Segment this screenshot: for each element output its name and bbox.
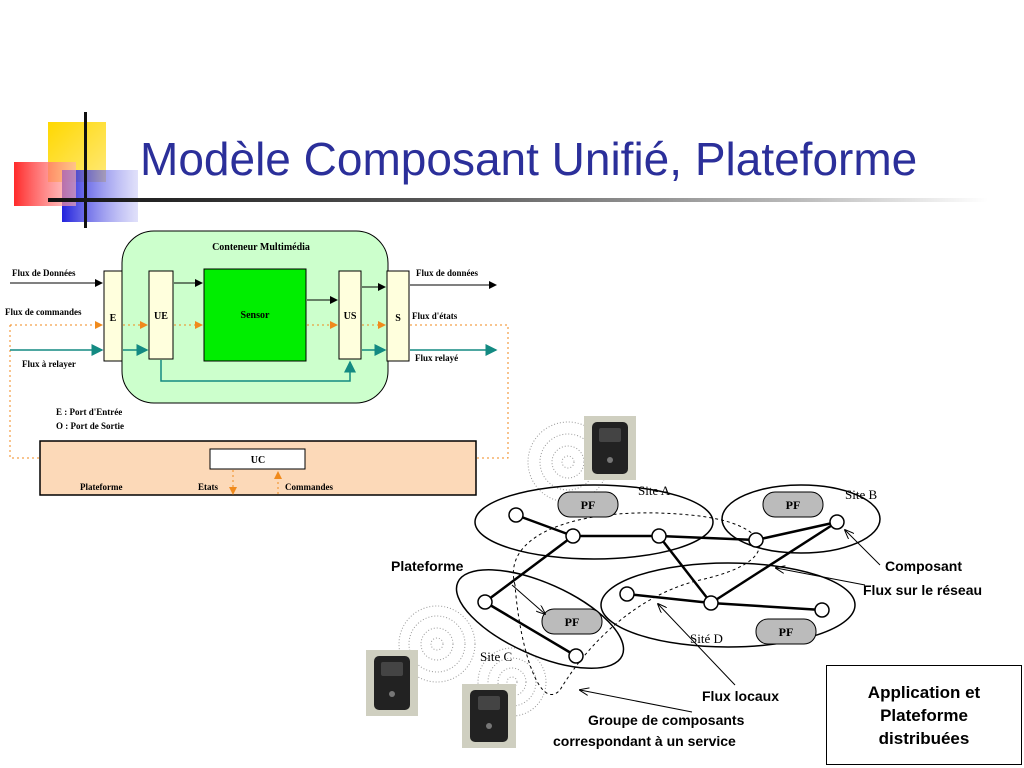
vertical-bar	[84, 112, 87, 228]
network-links	[484, 513, 838, 658]
legend-port-entree: E : Port d'Entrée	[56, 407, 122, 417]
service-group-outline	[512, 512, 760, 695]
annotation-groupe-line2: correspondant à un service	[553, 733, 736, 749]
annotation-plateforme: Plateforme	[391, 558, 464, 574]
slide-title: Modèle Composant Unifié, Plateforme	[140, 133, 918, 185]
wifi-rings-left	[398, 605, 476, 683]
site-c-label: Site C	[480, 649, 512, 664]
site-d-label: Sité D	[690, 631, 723, 646]
site-d-ellipse	[600, 562, 856, 648]
site-a-label: Site A	[638, 483, 671, 498]
port-s	[386, 270, 410, 362]
annotation-composant: Composant	[885, 558, 962, 574]
annotation-flux-reseau: Flux sur le réseau	[863, 582, 982, 598]
label-flux-donnees-in: Flux de Données	[12, 268, 76, 278]
pf-label-b: PF	[786, 498, 801, 512]
annotation-groupe-line1: Groupe de composants	[588, 712, 745, 728]
site-c-ellipse	[455, 569, 625, 669]
component-nodes	[477, 507, 845, 664]
pf-box-a	[557, 491, 619, 518]
application-box: Application et Plateforme distribuées	[826, 665, 1022, 765]
sensor-label: Sensor	[241, 310, 270, 321]
pf-label-a: PF	[581, 498, 596, 512]
port-ue	[148, 270, 174, 360]
platform-label-plateforme: Plateforme	[80, 482, 122, 492]
label-flux-relaye: Flux relayé	[415, 353, 458, 363]
annotation-pointers	[511, 530, 881, 713]
label-flux-commandes: Flux de commandes	[5, 307, 82, 317]
pf-label-d: PF	[779, 625, 794, 639]
container-title: Conteneur Multimédia	[212, 242, 310, 253]
legend-port-sortie: O : Port de Sortie	[56, 421, 124, 431]
site-b-label: Site B	[845, 487, 877, 502]
sensor-device-top	[584, 416, 636, 480]
pf-label-c: PF	[565, 615, 580, 629]
site-b-ellipse	[721, 484, 881, 554]
decorative-corner-squares	[14, 112, 138, 228]
uc-box	[209, 448, 306, 470]
teal-bypass	[160, 360, 356, 382]
label-flux-donnees-out: Flux de données	[416, 268, 479, 278]
port-ue-label: UE	[154, 311, 168, 322]
title-underline	[48, 198, 988, 202]
orange-loop-left	[9, 325, 40, 459]
label-flux-etats: Flux d'états	[412, 311, 458, 321]
app-box-line-2: Plateforme	[880, 705, 968, 725]
sensor-device-bottom	[462, 684, 516, 748]
port-s-label: S	[395, 313, 401, 324]
pf-box-d	[755, 618, 817, 645]
site-a-ellipse	[474, 484, 714, 560]
pf-box-c	[541, 608, 603, 635]
pf-box-b	[762, 491, 824, 518]
label-flux-relayer: Flux à relayer	[22, 359, 76, 369]
sensor-device-left	[366, 650, 418, 716]
app-box-line-3: distribuées	[878, 728, 970, 748]
platform-label-commandes: Commandes	[285, 482, 333, 492]
port-us	[338, 270, 362, 360]
uc-label: UC	[251, 455, 265, 466]
port-us-label: US	[344, 311, 357, 322]
port-e-label: E	[110, 313, 117, 324]
sensor-box	[203, 268, 307, 362]
app-box-line-1: Application et	[867, 682, 981, 702]
platform-label-etats: Etats	[198, 482, 218, 492]
port-e	[103, 270, 123, 362]
annotation-flux-locaux: Flux locaux	[702, 688, 779, 704]
